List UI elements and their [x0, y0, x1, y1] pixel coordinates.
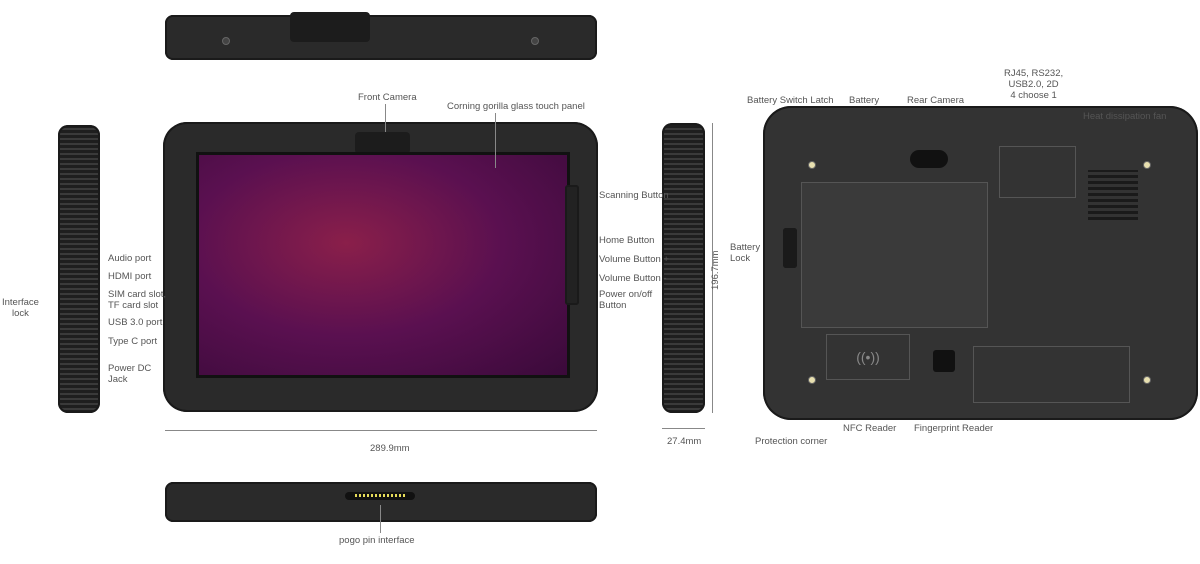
rj45-label-2: USB2.0, 2D: [1008, 79, 1059, 90]
volume-up-label: Volume Button +: [599, 254, 669, 265]
lock-label-2: lock: [12, 308, 29, 319]
typec-label: Type C port: [108, 336, 158, 347]
nfc-label: NFC Reader: [843, 423, 897, 434]
top-edge-view: [165, 12, 597, 60]
pogo-label: pogo pin interface: [339, 535, 415, 546]
battery-latch-label: Battery Switch Latch: [747, 95, 834, 106]
battery-lock-label-1: Battery: [730, 242, 761, 253]
right-side-view: [662, 123, 705, 413]
fingerprint-label: Fingerprint Reader: [914, 423, 994, 434]
rj45-label-3: 4 choose 1: [1010, 90, 1057, 101]
dc-label-2: Jack: [108, 374, 128, 385]
battery-label: Battery: [849, 95, 880, 106]
front-view: [163, 122, 598, 412]
battery-lock: [783, 228, 797, 268]
lock-label-1: Interface: [2, 297, 39, 308]
back-view: ((•)): [763, 106, 1198, 420]
height-dimension: 196.7mm: [710, 250, 721, 290]
depth-dimension: 27.4mm: [667, 436, 702, 447]
battery: [801, 182, 988, 328]
dc-label-1: Power DC: [108, 363, 152, 374]
rear-camera-label: Rear Camera: [907, 95, 965, 106]
hdmi-label: HDMI port: [108, 271, 152, 282]
usb3-label: USB 3.0 port: [108, 317, 163, 328]
audio-label: Audio port: [108, 253, 152, 264]
width-dimension: 289.9mm: [370, 443, 410, 454]
sim-label-2: TF card slot: [108, 300, 159, 311]
power-label-1: Power on/off: [599, 289, 653, 300]
fingerprint-reader: [933, 350, 955, 372]
rj45-label-1: RJ45, RS232,: [1004, 68, 1064, 79]
bottom-edge-view: [165, 482, 597, 522]
rj45-module: [999, 146, 1076, 198]
left-side-view: [58, 125, 100, 413]
sim-label-1: SIM card slot,: [108, 289, 167, 300]
fan-label: Heat dissipation fan: [1083, 111, 1167, 122]
rear-camera: [910, 150, 948, 168]
power-label-2: Button: [599, 300, 627, 311]
sim-label: SIM card slot,TF card slot: [108, 289, 166, 311]
screen: [196, 152, 570, 378]
pogo-pins: [355, 494, 405, 497]
fan-vent: [1088, 170, 1138, 220]
volume-down-label: Volume Button -: [599, 273, 667, 284]
nfc-reader: ((•)): [826, 334, 910, 380]
scanning-label: Scanning Button: [599, 190, 669, 201]
corner-label: Protection corner: [755, 436, 828, 447]
glass-label: Corning gorilla glass touch panel: [447, 101, 585, 112]
battery-lock-label-2: Lock: [730, 253, 751, 264]
front-camera-label: Front Camera: [358, 92, 417, 103]
home-label: Home Button: [599, 235, 655, 246]
